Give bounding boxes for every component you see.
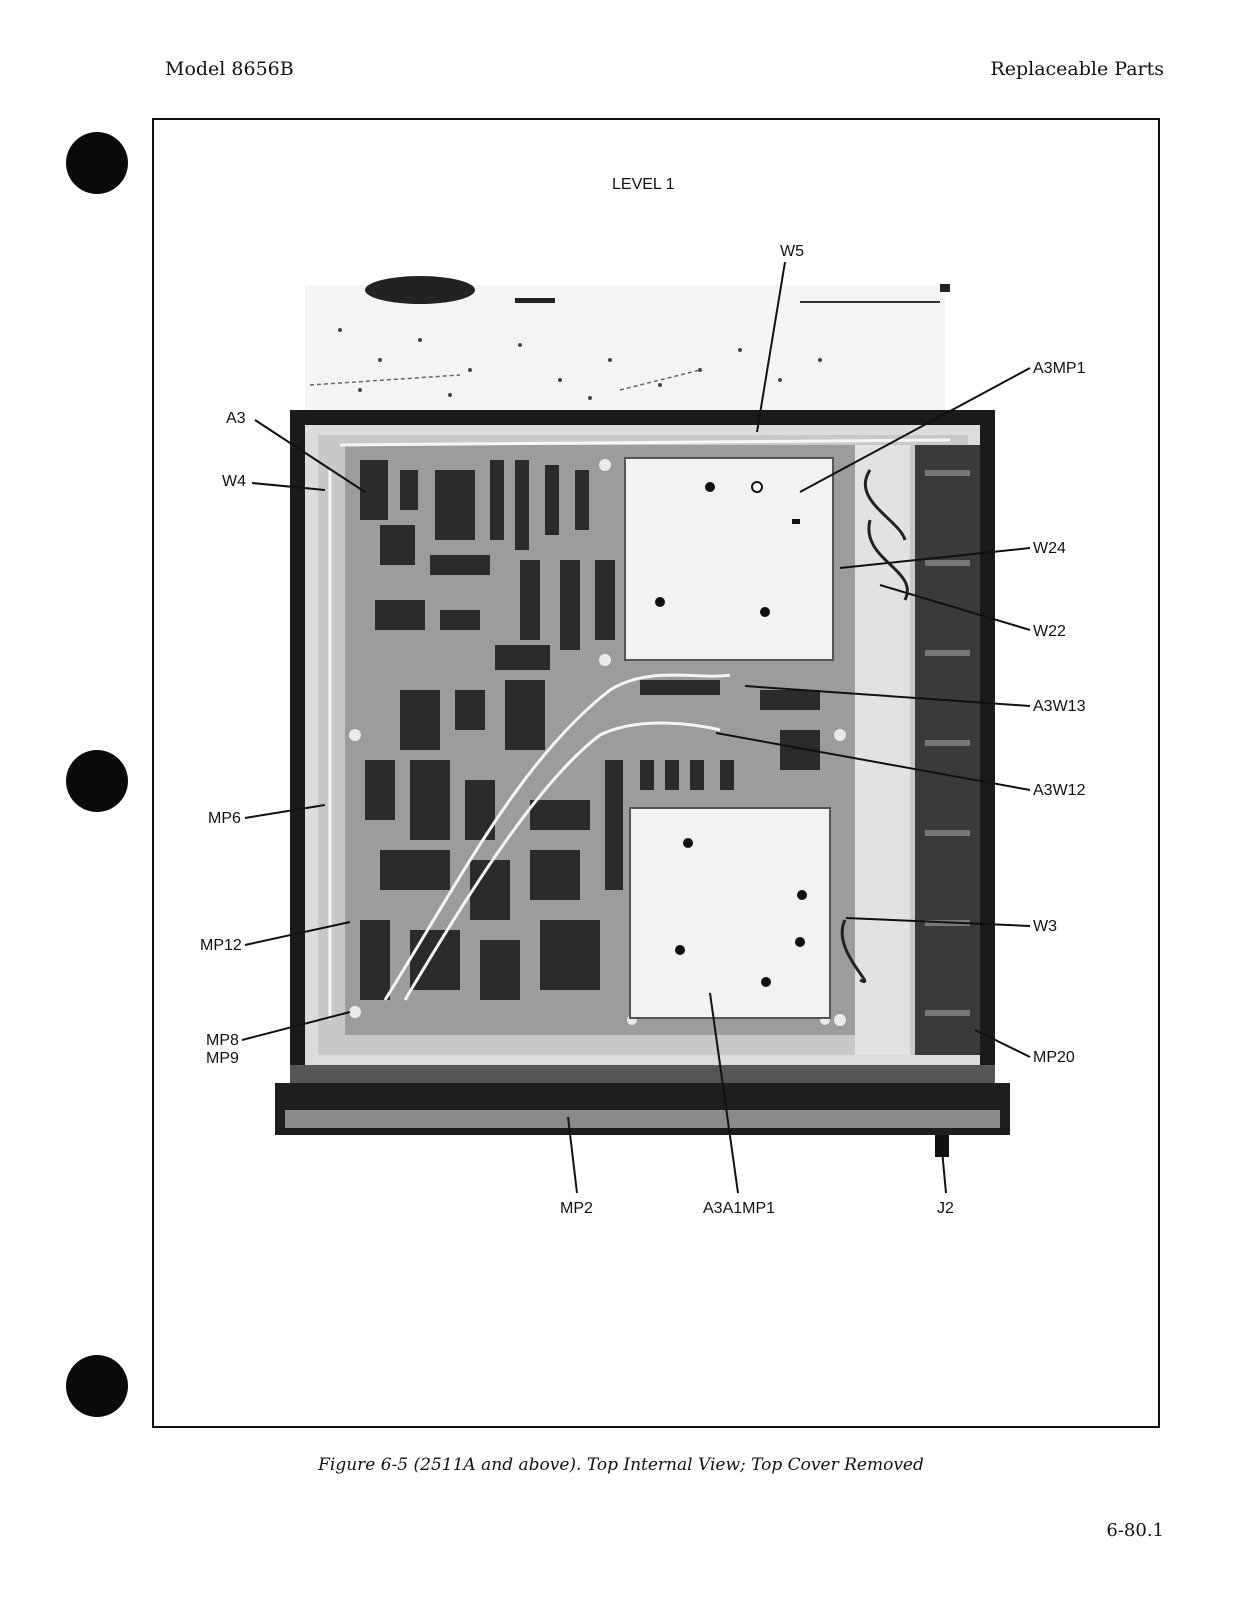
callout-mp8-mp9: MP8 MP9	[206, 1032, 239, 1067]
front-panel	[275, 1065, 1010, 1157]
callout-w4: W4	[222, 473, 246, 490]
a3mp1-shield	[624, 457, 834, 661]
callout-a3a1mp1: A3A1MP1	[703, 1200, 776, 1217]
figure-caption: Figure 6-5 (2511A and above). Top Intern…	[318, 1455, 924, 1475]
binder-hole-top	[66, 132, 128, 194]
cables	[328, 438, 951, 1020]
rear-panel-area	[305, 276, 950, 410]
callout-j2: J2	[937, 1200, 954, 1217]
callout-a3w13: A3W13	[1033, 698, 1086, 715]
right-compartment	[840, 445, 980, 1055]
a3a1mp1-shield	[629, 807, 831, 1019]
level-label: LEVEL 1	[612, 176, 675, 193]
callout-a3: A3	[226, 410, 246, 427]
figure-frame	[152, 118, 1160, 1428]
page-number: 6-80.1	[1106, 1520, 1164, 1541]
binder-hole-bottom	[66, 1355, 128, 1417]
section-header: Replaceable Parts	[990, 58, 1164, 80]
model-header: Model 8656B	[165, 58, 294, 80]
callout-a3mp1: A3MP1	[1033, 360, 1086, 377]
callout-w24: W24	[1033, 540, 1066, 557]
callout-mp2: MP2	[560, 1200, 593, 1217]
callout-mp6: MP6	[208, 810, 241, 827]
callout-w22: W22	[1033, 623, 1066, 640]
leader-lines	[241, 261, 1031, 1194]
binder-hole-middle	[66, 750, 128, 812]
callout-mp12: MP12	[200, 937, 242, 954]
callout-a3w12: A3W12	[1033, 782, 1086, 799]
callout-w3: W3	[1033, 918, 1057, 935]
callout-mp20: MP20	[1033, 1049, 1075, 1066]
callout-w5: W5	[780, 243, 804, 260]
